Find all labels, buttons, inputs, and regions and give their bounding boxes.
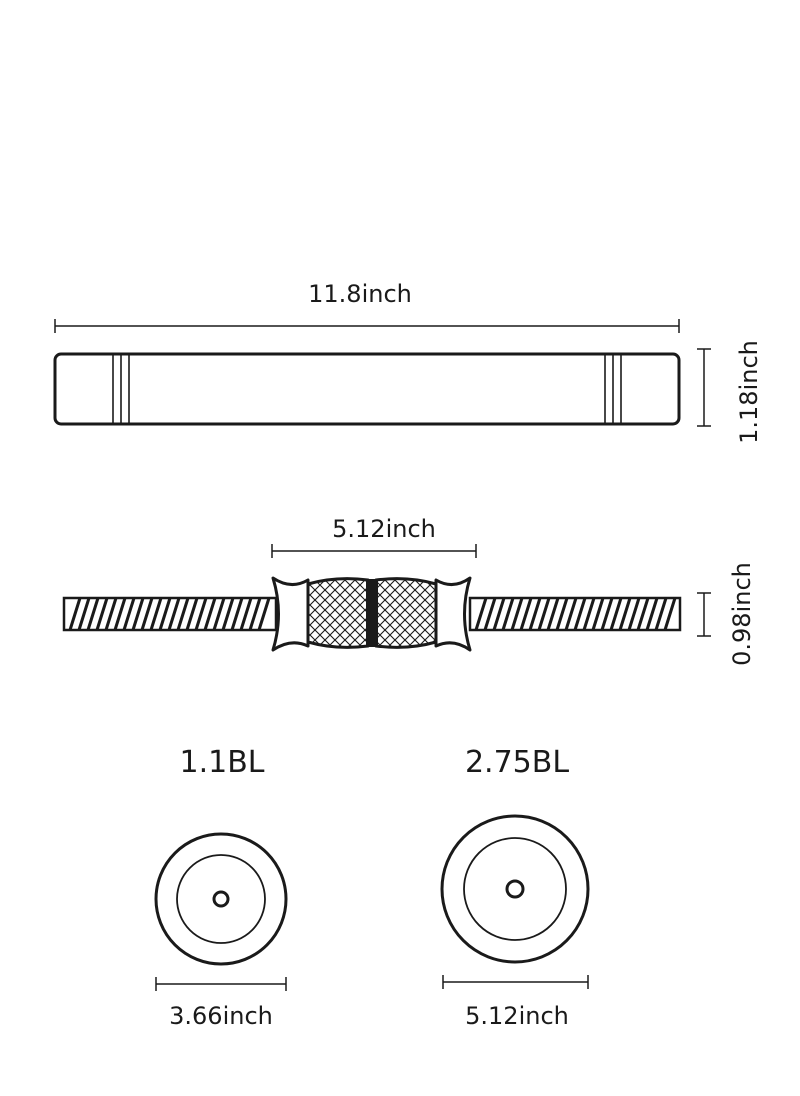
thread-line: [591, 597, 605, 631]
small-plate: [154, 832, 288, 966]
grip-collar-right: [434, 576, 472, 652]
thread-line: [95, 597, 109, 631]
thread-line: [239, 597, 253, 631]
thread-line: [77, 597, 91, 631]
grip-knurl-left: [306, 577, 370, 649]
thread-line: [663, 597, 677, 631]
thread-line: [113, 597, 127, 631]
thread-line: [483, 597, 497, 631]
thread-line: [158, 597, 172, 631]
handle-length-dimension: 11.8inch: [54, 280, 680, 333]
thread-line: [140, 597, 154, 631]
large-plate-weight-label: 2.75BL: [465, 745, 569, 780]
grip-knurl-right: [374, 577, 438, 649]
large-plate: [440, 814, 590, 964]
thread-line: [501, 597, 515, 631]
thread-line: [600, 597, 614, 631]
handle-height-dimension: 1.18inch: [697, 340, 763, 444]
thread-line: [636, 597, 650, 631]
handle-length-label: 11.8inch: [308, 280, 412, 308]
thread-line: [248, 597, 262, 631]
thread-line: [221, 597, 235, 631]
thread-line: [203, 597, 217, 631]
thread-line: [555, 597, 569, 631]
grip-length-dimension: 5.12inch: [271, 515, 477, 558]
grip-center-band: [366, 579, 378, 647]
grip-collar-left: [271, 576, 310, 652]
thread-line: [257, 597, 271, 631]
small-plate-weight-label: 1.1BL: [179, 745, 264, 780]
handle-bar: [53, 352, 681, 426]
grip-length-label: 5.12inch: [332, 515, 436, 543]
thread-line: [68, 597, 82, 631]
thread-line: [618, 597, 632, 631]
thread-line: [194, 597, 208, 631]
thread-line: [167, 597, 181, 631]
thread-line: [528, 597, 542, 631]
thread-line: [573, 597, 587, 631]
thread-line: [645, 597, 659, 631]
thread-line: [122, 597, 136, 631]
thread-line: [474, 597, 488, 631]
thread-line: [230, 597, 244, 631]
thread-line: [609, 597, 623, 631]
thread-line: [654, 597, 668, 631]
thread-line: [149, 597, 163, 631]
thread-line: [564, 597, 578, 631]
thread-line: [104, 597, 118, 631]
thread-line: [131, 597, 145, 631]
thread-line: [627, 597, 641, 631]
handle-height-label: 1.18inch: [735, 340, 763, 444]
thread-line: [185, 597, 199, 631]
small-plate-group: 1.1BL 3.66inch: [154, 745, 288, 1030]
thread-line: [537, 597, 551, 631]
bar-diameter-dimension: 0.98inch: [697, 562, 756, 666]
threaded-bar-left: [62, 596, 278, 632]
threaded-bar-right: [468, 596, 682, 632]
grip-handle: [271, 576, 472, 652]
thread-line: [176, 597, 190, 631]
thread-line: [582, 597, 596, 631]
large-plate-group: 2.75BL 5.12inch: [440, 745, 590, 1030]
thread-line: [212, 597, 226, 631]
small-plate-diameter-label: 3.66inch: [169, 1002, 273, 1030]
thread-line: [510, 597, 524, 631]
bar-diameter-label: 0.98inch: [728, 562, 756, 666]
large-plate-diameter-label: 5.12inch: [465, 1002, 569, 1030]
thread-line: [492, 597, 506, 631]
thread-line: [546, 597, 560, 631]
thread-line: [86, 597, 100, 631]
thread-line: [519, 597, 533, 631]
